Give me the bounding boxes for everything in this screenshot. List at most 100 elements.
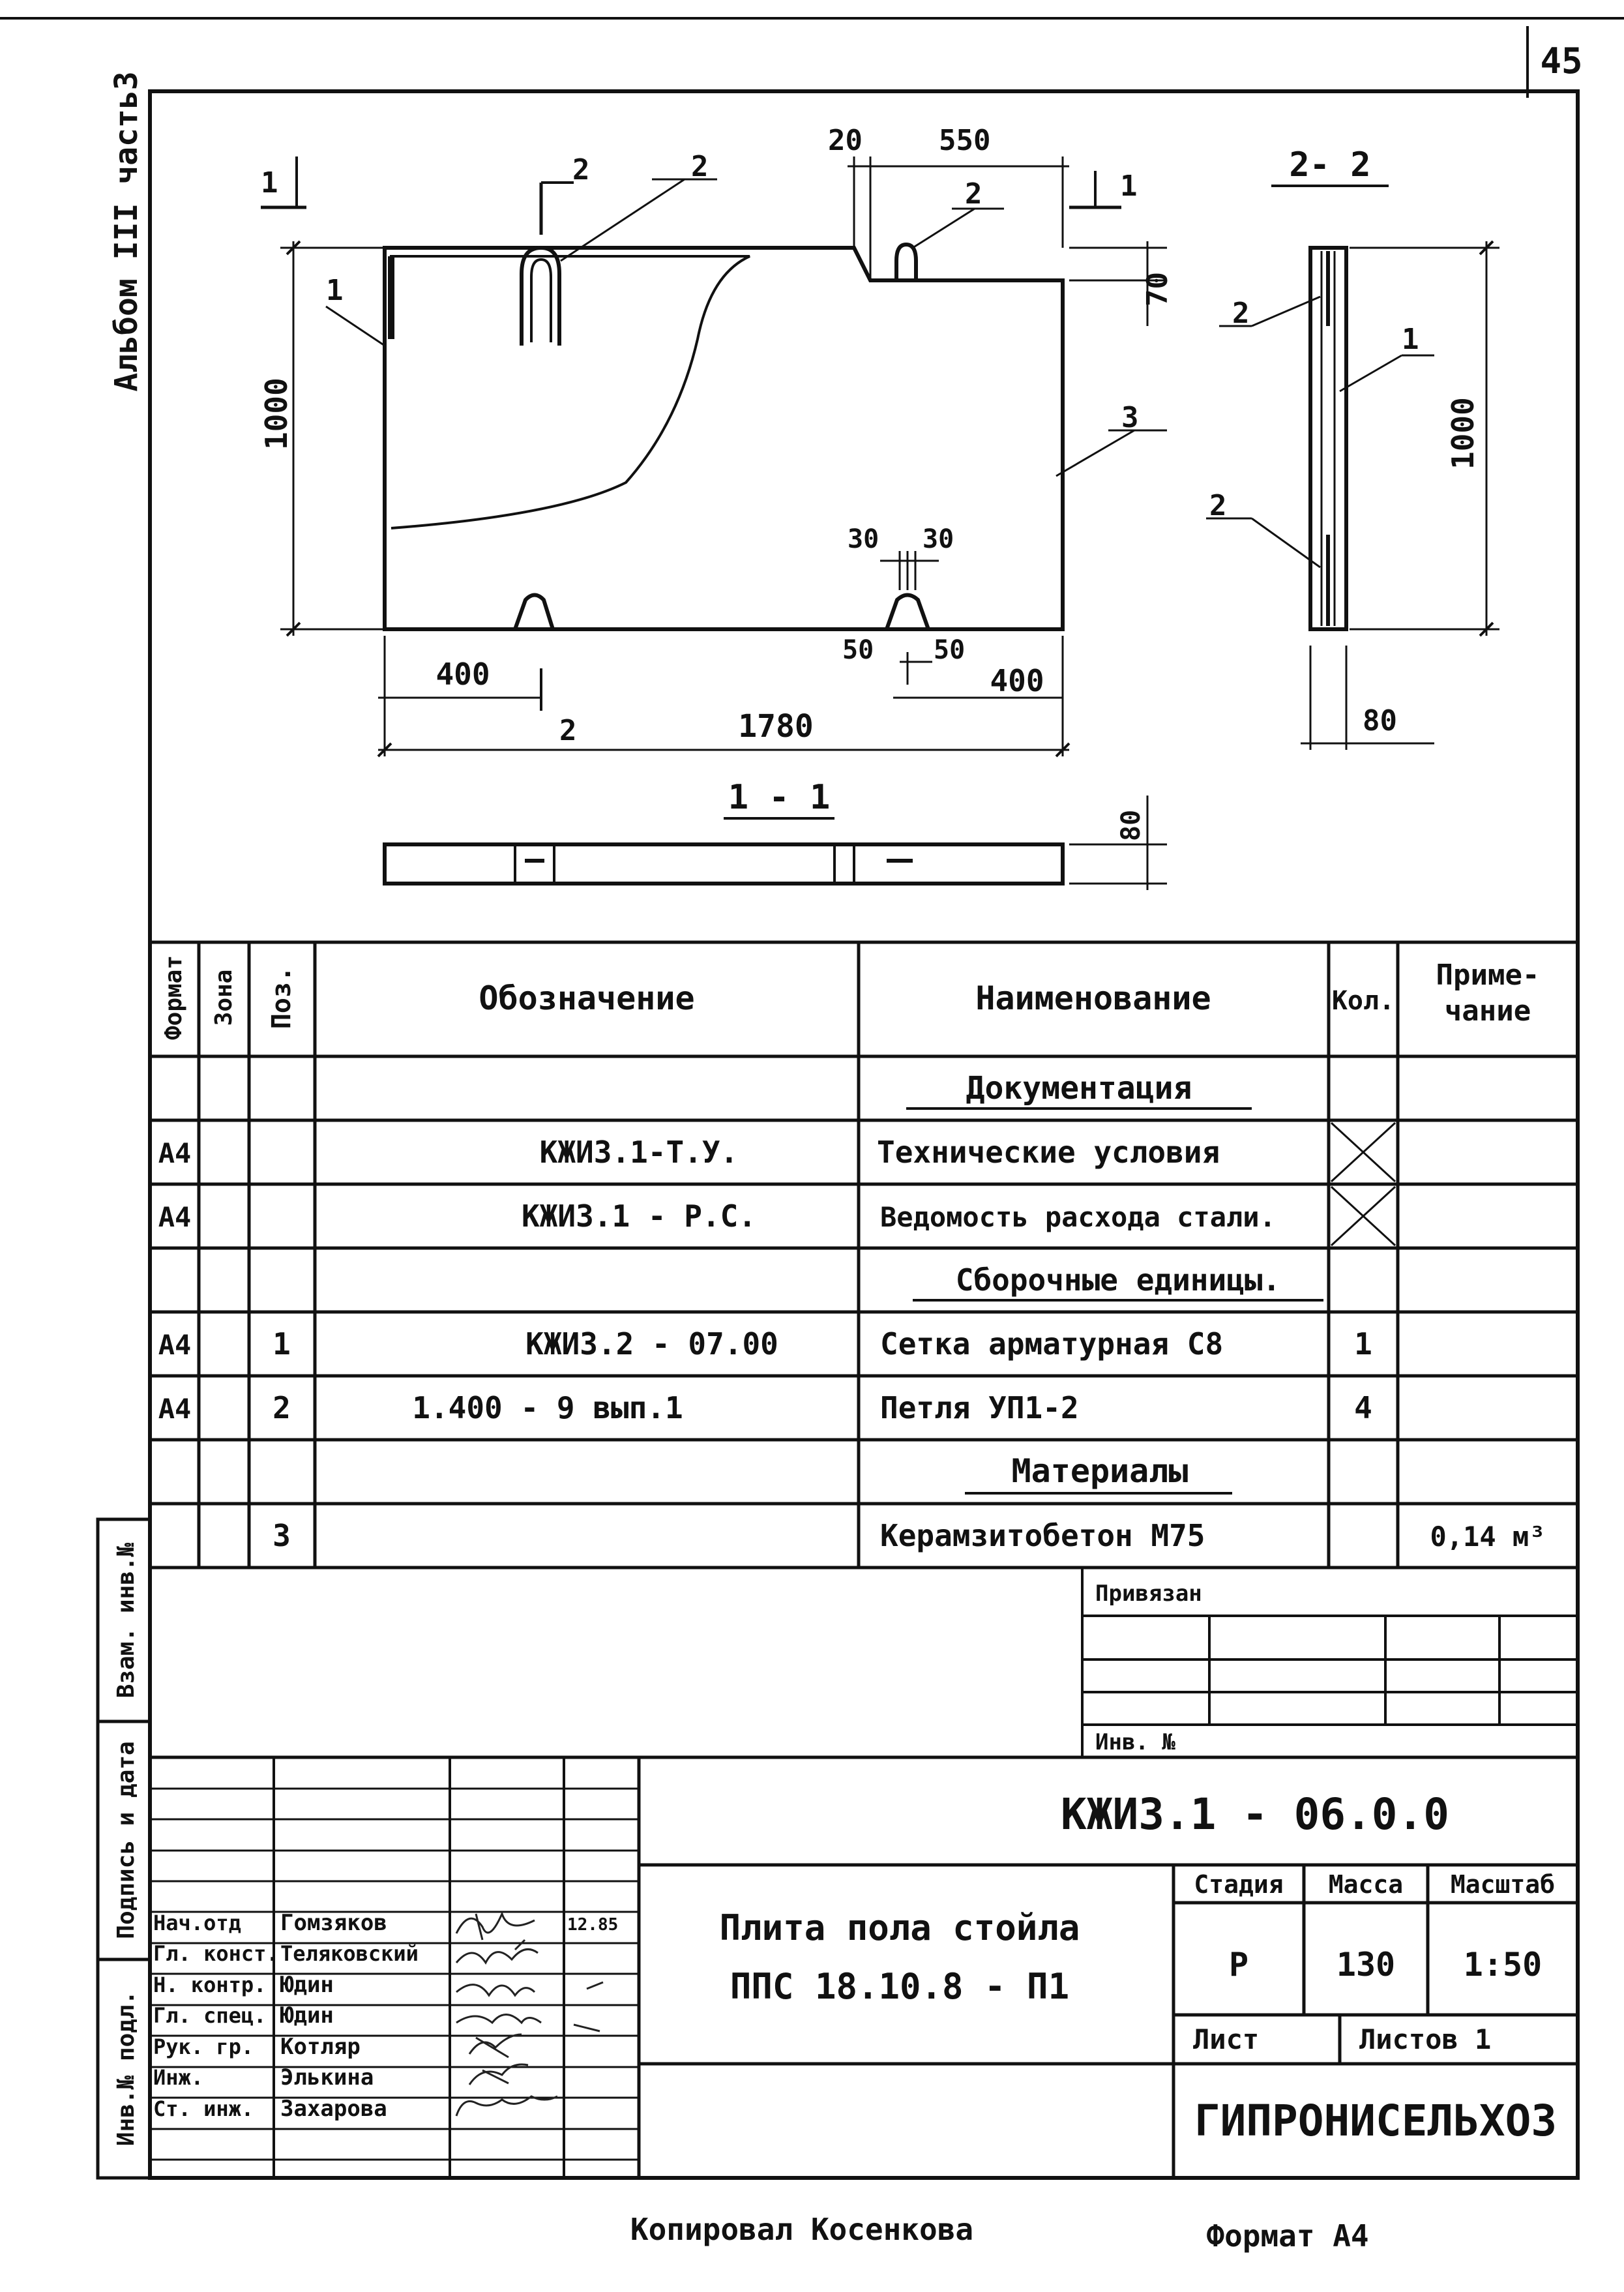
col-designation-header: Обозначение [479, 979, 694, 1017]
signature [456, 1981, 604, 1997]
dim-70: 70 [1141, 272, 1174, 306]
person-name: Котляр [280, 2034, 361, 2060]
dim-30-right: 30 [923, 524, 954, 554]
spec-row-section-title: Сборочные единицы. [956, 1262, 1281, 1298]
person-name: Элькина [280, 2064, 374, 2091]
sec22-callout-2-top: 2 [1232, 297, 1250, 330]
mass-label: Масса [1329, 1870, 1403, 1899]
frame [0, 17, 1624, 2180]
page-number: 45 [1540, 40, 1582, 82]
sheet-label: Лист [1193, 2023, 1259, 2055]
person-role: Инж. [153, 2065, 203, 2090]
spec-row-name: Ведомость расхода стали. [880, 1201, 1276, 1233]
spec-row-section-title: Материалы [1012, 1452, 1188, 1490]
signature [468, 2063, 529, 2085]
person-role: Ст. инж. [153, 2096, 254, 2121]
person-role: Н. контр. [153, 1972, 266, 1997]
dim-50-right: 50 [934, 635, 965, 665]
section-2-2-label: 2- 2 [1289, 145, 1370, 185]
margin-podpis-data: Подпись и дата [113, 1741, 140, 1939]
dim-550: 550 [939, 124, 990, 157]
spec-row-pos: 2 [273, 1390, 291, 1425]
spec-row-format: А4 [158, 1201, 192, 1233]
dim-20: 20 [828, 124, 863, 157]
spec-row-pos: 1 [273, 1326, 291, 1362]
format-label: Формат А4 [1206, 2218, 1368, 2254]
col-qty-header: Кол. [1332, 986, 1395, 1016]
callout-2-cut-top: 2 [572, 153, 590, 186]
cut-2-bottom: 2 [559, 714, 577, 747]
signature [456, 2014, 600, 2032]
spec-row-name: Петля УП1-2 [880, 1390, 1079, 1425]
person-role: Гл. конст. [153, 1941, 279, 1966]
dim-30-left: 30 [848, 524, 879, 554]
signature [468, 2033, 522, 2059]
left-margin-grid [96, 1517, 152, 2180]
spec-row-name: Керамзитобетон М75 [880, 1518, 1205, 1553]
spec-row-designation: КЖИ3.1-Т.У. [540, 1135, 739, 1170]
spec-row-note: 0,14 м³ [1430, 1521, 1545, 1553]
mass-value: 130 [1336, 1946, 1395, 1984]
spec-row-qty: 1 [1354, 1326, 1372, 1362]
sec22-dim-80: 80 [1363, 704, 1397, 737]
spec-row-designation: 1.400 - 9 вып.1 [412, 1390, 683, 1425]
scale-value: 1:50 [1464, 1946, 1542, 1984]
col-note-header-1: Приме- [1436, 959, 1540, 992]
signature [455, 2095, 558, 2117]
margin-inv-podl: Инв.№ подл. [113, 1991, 140, 2146]
col-zone-header: Зона [211, 970, 237, 1026]
dim-400-left: 400 [436, 657, 490, 692]
col-name-header: Наименование [975, 979, 1211, 1017]
stage-value: Р [1229, 1946, 1248, 1984]
spec-row-section-title: Документация [966, 1070, 1192, 1107]
signature [455, 1939, 539, 1965]
person-name: Юдин [280, 1972, 334, 1998]
callout-1-mesh: 1 [326, 274, 344, 307]
scale-label: Масштаб [1451, 1870, 1555, 1899]
spec-row-pos: 3 [273, 1518, 291, 1553]
margin-vzam-inv: Взам. инв.№ [113, 1542, 140, 1698]
album-label: Альбом III часть3 [108, 71, 145, 391]
spec-row-designation: КЖИ3.2 - 07.00 [525, 1326, 778, 1362]
person-name: Теляковский [280, 1941, 419, 1966]
sec22-callout-1: 1 [1402, 323, 1419, 356]
person-role: Нач.отд [153, 1911, 241, 1935]
person-name: Захарова [280, 2096, 387, 2122]
binding-inv: Инв. № [1095, 1729, 1175, 1755]
person-role: Гл. спец. [153, 2003, 266, 2028]
spec-row-designation: КЖИ3.1 - Р.С. [522, 1198, 756, 1234]
callout-2-loop-b: 2 [965, 177, 982, 211]
spec-row-name: Технические условия [877, 1135, 1220, 1170]
signature [455, 1911, 535, 1941]
spec-table-grid [150, 940, 1578, 1570]
stage-label: Стадия [1194, 1870, 1283, 1899]
section-1-1-label: 1 - 1 [728, 778, 831, 817]
approval-date: 12.85 [567, 1915, 618, 1935]
plate-elevation [261, 156, 1167, 758]
spec-row-name: Сетка арматурная С8 [880, 1326, 1223, 1362]
sec11-dim-80: 80 [1116, 810, 1146, 841]
cut-1-left: 1 [261, 166, 278, 200]
callout-3-concrete: 3 [1121, 401, 1139, 434]
copied-by: Копировал Косенкова [630, 2212, 973, 2247]
title-line-2: ППС 18.10.8 - П1 [730, 1966, 1069, 2007]
spec-row-format: А4 [158, 1137, 192, 1169]
col-note-header-2: чание [1445, 994, 1531, 1028]
organization-name: ГИПРОНИСЕЛЬХОЗ [1194, 2096, 1557, 2146]
person-name: Юдин [280, 2002, 334, 2029]
sec22-dim-1000: 1000 [1445, 397, 1481, 469]
section-2-2 [1206, 185, 1499, 750]
sheets-label: Листов 1 [1359, 2023, 1491, 2055]
sec22-callout-2-bottom: 2 [1209, 489, 1227, 522]
dim-1000: 1000 [259, 378, 294, 450]
section-1-1 [383, 796, 1167, 890]
callout-2-loop-a: 2 [691, 150, 709, 183]
spec-row-qty: 4 [1354, 1390, 1372, 1425]
col-format-header: Формат [160, 955, 187, 1040]
spec-row-format: А4 [158, 1393, 192, 1425]
dim-1780: 1780 [738, 708, 814, 745]
signatures [455, 1911, 604, 2117]
title-line-1: Плита пола стойла [720, 1907, 1080, 1948]
